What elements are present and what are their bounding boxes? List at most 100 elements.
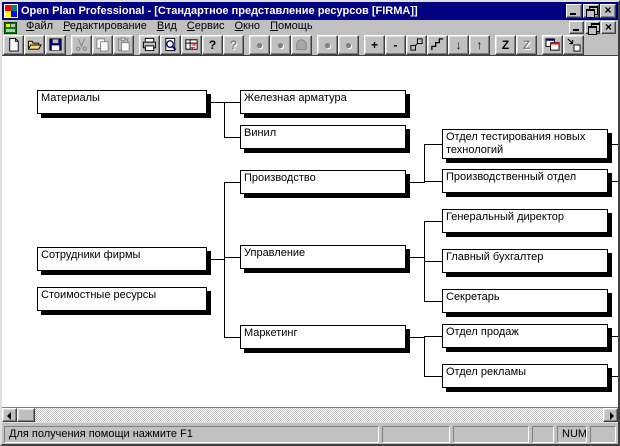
node-vinyl[interactable]: Винил bbox=[240, 125, 406, 149]
menu-file[interactable]: Файл bbox=[26, 20, 54, 32]
node-sales-department[interactable]: Отдел продаж bbox=[442, 324, 608, 348]
node-label: Производство bbox=[244, 172, 316, 184]
node-general-director[interactable]: Генеральный директор bbox=[442, 209, 608, 233]
link-nodes-button[interactable] bbox=[406, 34, 427, 55]
menu-tools[interactable]: Сервис bbox=[186, 20, 225, 32]
context-help-button[interactable]: ? bbox=[223, 34, 244, 55]
connector-line bbox=[424, 144, 442, 145]
node-secretary[interactable]: Секретарь bbox=[442, 289, 608, 313]
node-chief-accountant[interactable]: Главный бухгалтер bbox=[442, 249, 608, 273]
sort-button[interactable]: Z bbox=[495, 34, 516, 55]
window-expand-button[interactable] bbox=[563, 34, 584, 55]
up-arrow-icon: ↑ bbox=[476, 37, 483, 52]
node-cost-resources[interactable]: Стоимостные ресурсы bbox=[37, 287, 207, 311]
menu-window[interactable]: Окно bbox=[234, 20, 261, 32]
copy-button[interactable] bbox=[92, 34, 113, 55]
connector-line bbox=[424, 181, 442, 182]
step-layout-button[interactable] bbox=[427, 34, 448, 55]
context-help-icon: ? bbox=[229, 37, 238, 52]
cut-button[interactable] bbox=[71, 34, 92, 55]
connector-line bbox=[207, 259, 224, 260]
status-panel bbox=[590, 426, 616, 443]
new-document-button[interactable] bbox=[3, 34, 24, 55]
scrollbar-thumb[interactable] bbox=[17, 408, 35, 422]
child-minimize-button[interactable] bbox=[569, 20, 584, 34]
connector-line bbox=[424, 376, 442, 377]
child-close-button[interactable] bbox=[601, 20, 616, 34]
sort-alt-button[interactable]: Z bbox=[516, 34, 537, 55]
sort-z-alt-icon: Z bbox=[522, 37, 531, 52]
print-preview-icon bbox=[165, 37, 177, 52]
toolbar-group-node-shapes: ● ● bbox=[249, 34, 312, 55]
document-icon[interactable] bbox=[3, 21, 18, 35]
window-tile-button[interactable] bbox=[542, 34, 563, 55]
oval-node-alt-button[interactable]: ● bbox=[270, 34, 291, 55]
node-marketing[interactable]: Маркетинг bbox=[240, 325, 406, 349]
scroll-left-button[interactable] bbox=[2, 408, 17, 422]
connector-line bbox=[424, 221, 442, 222]
print-button[interactable] bbox=[139, 34, 160, 55]
connector-line bbox=[612, 144, 618, 145]
node-production-department[interactable]: Производственный отдел bbox=[442, 169, 608, 193]
scroll-right-button[interactable] bbox=[603, 408, 618, 422]
window-title: Open Plan Professional - [Стандартное пр… bbox=[21, 5, 418, 17]
connector-line bbox=[224, 182, 225, 338]
oval-node-button[interactable]: ● bbox=[249, 34, 270, 55]
save-button[interactable] bbox=[45, 34, 66, 55]
connector-line bbox=[406, 337, 424, 338]
node-label: Винил bbox=[244, 127, 277, 139]
toolbar-group-file bbox=[3, 34, 66, 55]
arch-node-icon bbox=[296, 39, 307, 51]
move-down-button[interactable]: ↓ bbox=[448, 34, 469, 55]
paste-button[interactable] bbox=[113, 34, 134, 55]
scrollbar-track[interactable] bbox=[35, 408, 603, 422]
node-testing-department[interactable]: Отдел тестирования новых технологий bbox=[442, 129, 608, 159]
menu-help[interactable]: Помощь bbox=[270, 20, 313, 32]
menu-view[interactable]: Вид bbox=[156, 20, 177, 32]
child-restore-button[interactable] bbox=[585, 20, 600, 35]
circle-node-alt-button[interactable]: ● bbox=[338, 34, 359, 55]
connector-line bbox=[612, 376, 618, 377]
node-iron-fittings[interactable]: Железная арматура bbox=[240, 90, 406, 114]
node-label: Производственный отдел bbox=[446, 171, 577, 183]
status-num-indicator: NUM bbox=[557, 426, 587, 443]
connector-line bbox=[424, 144, 425, 183]
arch-node-button[interactable] bbox=[291, 34, 312, 55]
horizontal-scrollbar bbox=[2, 407, 618, 422]
connector-line bbox=[612, 181, 618, 182]
node-label: Отдел рекламы bbox=[446, 366, 527, 378]
help-button[interactable]: ? bbox=[202, 34, 223, 55]
status-panel bbox=[453, 426, 529, 443]
toolbar-group-clipboard bbox=[71, 34, 134, 55]
open-folder-button[interactable] bbox=[24, 34, 45, 55]
circle-node-button[interactable]: ● bbox=[317, 34, 338, 55]
node-advertising-department[interactable]: Отдел рекламы bbox=[442, 364, 608, 388]
resource-table-icon bbox=[185, 39, 198, 50]
menu-edit[interactable]: Редактирование bbox=[63, 20, 147, 32]
node-materials[interactable]: Материалы bbox=[37, 90, 207, 114]
node-employees[interactable]: Сотрудники фирмы bbox=[37, 247, 207, 271]
connector-line bbox=[424, 336, 442, 337]
expand-node-button[interactable]: + bbox=[364, 34, 385, 55]
node-label: Материалы bbox=[41, 92, 100, 104]
restore-button[interactable] bbox=[583, 4, 599, 18]
toolbar-group-node-shapes-2: ● ● bbox=[317, 34, 359, 55]
minimize-button[interactable] bbox=[566, 4, 582, 18]
move-up-button[interactable]: ↑ bbox=[469, 34, 490, 55]
node-label: Отдел продаж bbox=[446, 326, 519, 338]
plus-icon: + bbox=[370, 37, 378, 52]
node-management[interactable]: Управление bbox=[240, 245, 406, 269]
node-label: Стоимостные ресурсы bbox=[41, 289, 157, 301]
toolbar-group-output: ? ? bbox=[139, 34, 244, 55]
circle-node-icon: ● bbox=[323, 37, 332, 52]
connector-line bbox=[224, 137, 240, 138]
toolbar-group-structure: + - ↓ ↑ bbox=[364, 34, 490, 55]
close-button[interactable] bbox=[600, 3, 616, 18]
collapse-node-button[interactable]: - bbox=[385, 34, 406, 55]
resource-table-button[interactable] bbox=[181, 34, 202, 55]
save-icon bbox=[49, 38, 62, 51]
node-production[interactable]: Производство bbox=[240, 170, 406, 194]
print-preview-button[interactable] bbox=[160, 34, 181, 55]
node-label: Сотрудники фирмы bbox=[41, 249, 141, 261]
